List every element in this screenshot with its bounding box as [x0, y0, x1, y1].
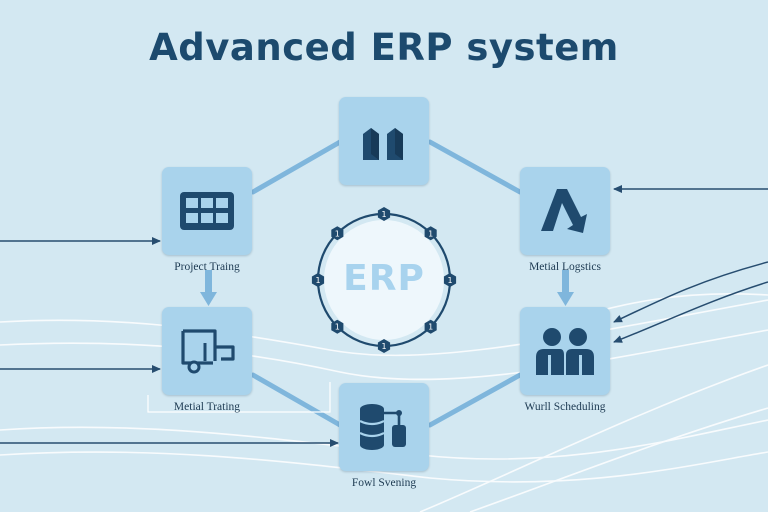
module-label-sourcing: Fowl Svening: [351, 477, 417, 489]
ring-marker-glyph: 1: [335, 229, 340, 238]
module-scheduling[interactable]: [520, 307, 610, 395]
ring-marker: 1: [377, 339, 391, 353]
module-label-project: Project Traing: [174, 261, 240, 273]
ring-marker-glyph: 1: [428, 229, 433, 238]
connector-top-logistics: [427, 139, 523, 195]
module-label-material: Metial Trating: [173, 401, 241, 413]
ring-marker: 1: [424, 226, 437, 241]
ring-marker-glyph: 1: [428, 323, 433, 332]
vertical-arrow-right: [557, 270, 574, 306]
ring-marker-glyph: 1: [381, 210, 386, 219]
arrow-to-scheduling-1: [613, 261, 768, 323]
module-top[interactable]: [339, 97, 429, 185]
frame-line: [147, 382, 331, 413]
module-label-scheduling: Wurll Scheduling: [524, 401, 606, 413]
grid-table-icon: [178, 189, 236, 233]
truck-cart-icon: [175, 323, 239, 379]
module-logistics[interactable]: [520, 167, 610, 255]
ring-markers: 1 1 1 1 1 1 1 1: [311, 207, 457, 353]
server-blocks-icon: [357, 114, 411, 168]
vertical-arrow-left: [200, 270, 217, 306]
ring-marker: 1: [377, 207, 391, 221]
erp-center-label: ERP: [343, 258, 425, 299]
connector-top-project: [250, 139, 343, 195]
ring-marker-glyph: 1: [315, 276, 320, 285]
arrow-down-icon: [535, 181, 595, 241]
page-title: Advanced ERP system: [149, 26, 619, 69]
ring-marker-glyph: 1: [335, 323, 340, 332]
connector-scheduling-sourcing: [427, 372, 523, 428]
module-sourcing[interactable]: [339, 383, 429, 471]
incoming-arrows: [0, 185, 768, 447]
ring-marker: 1: [424, 319, 437, 334]
ring-marker-glyph: 1: [381, 342, 386, 351]
arrow-to-scheduling-2: [613, 281, 768, 343]
connector-material-sourcing: [250, 372, 343, 428]
ring-marker-glyph: 1: [447, 276, 452, 285]
module-project[interactable]: [162, 167, 252, 255]
module-material[interactable]: [162, 307, 252, 395]
ring-marker: 1: [443, 273, 457, 287]
ring-marker: 1: [331, 319, 344, 334]
hexagon-connectors: [250, 139, 523, 428]
ring-marker: 1: [331, 226, 344, 241]
ring-marker: 1: [311, 273, 325, 287]
database-tank-icon: [354, 399, 414, 455]
people-icon: [534, 325, 596, 377]
module-label-logistics: Metial Logstics: [529, 261, 601, 273]
